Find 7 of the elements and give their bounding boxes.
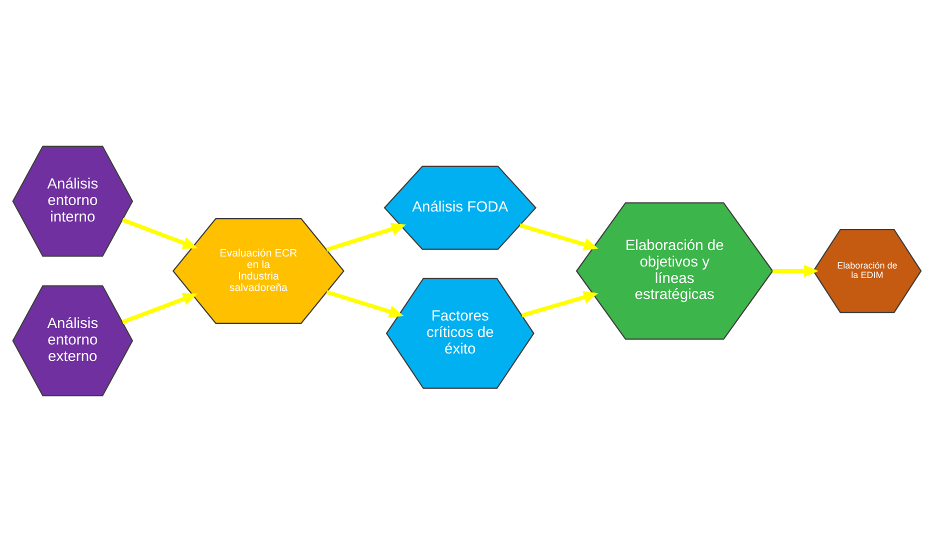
arrow: [772, 264, 818, 277]
arrow: [519, 222, 598, 250]
arrow: [122, 292, 198, 324]
arrow: [521, 290, 598, 317]
arrow: [326, 290, 404, 318]
arrow: [122, 217, 198, 249]
arrow: [326, 222, 406, 252]
